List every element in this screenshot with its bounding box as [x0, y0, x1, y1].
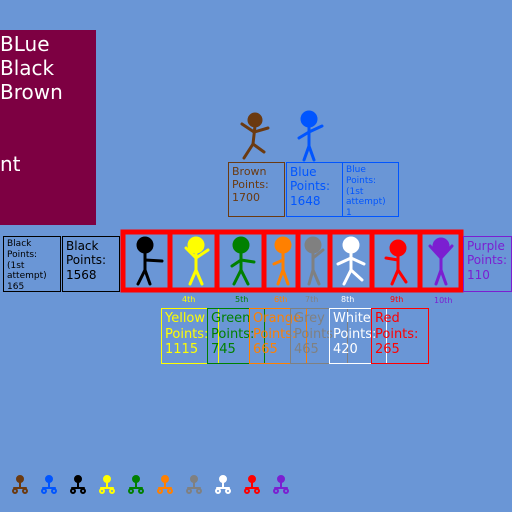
card-note: attempt) — [346, 197, 386, 208]
card-label: Points: — [290, 179, 331, 194]
purple-points-card: Purple Points: 110 — [463, 236, 512, 292]
blue-points-card: Blue Points: 1648 — [286, 162, 343, 217]
card-name: Blue — [290, 165, 317, 179]
yellow-points-card: Yellow Points: 1115 — [161, 308, 219, 364]
orange-points-card: Orange Points: 665 — [249, 308, 307, 364]
card-name: Black — [66, 239, 99, 253]
card-points: 1 — [346, 208, 352, 217]
card-label: Points: — [375, 326, 419, 342]
brown-mini-icon — [12, 475, 28, 494]
bottom-roster — [12, 475, 289, 494]
yellow-stickman-icon — [184, 236, 210, 286]
card-points: 1648 — [290, 193, 321, 208]
card-label: Points: — [346, 175, 377, 186]
rank-label: 7th — [305, 295, 319, 304]
green-points-card: Green Points: 745 — [207, 308, 265, 364]
card-note: (1st — [7, 260, 25, 271]
white-points-card: White Points: 420 — [329, 308, 387, 364]
card-name: Yellow — [165, 311, 206, 326]
yellow-mini-icon — [99, 475, 115, 494]
black-points-card: Black Points: 1568 — [62, 236, 120, 292]
card-label: Points: — [7, 249, 38, 260]
purple-mini-icon — [273, 475, 289, 494]
grey-mini-icon — [186, 475, 202, 494]
winner-line-3: Brown — [0, 80, 63, 104]
blue-attempt-card: Blue Points: (1st attempt) 1 — [342, 162, 399, 217]
black-stickman-icon — [136, 236, 164, 286]
winner-line-2: Black — [0, 56, 55, 80]
winners-banner: BLue Black Brown nt — [0, 30, 96, 225]
card-label: Points: — [232, 178, 269, 192]
winner-line-4: nt — [0, 152, 21, 176]
rank-label: 8th — [341, 295, 355, 304]
white-mini-icon — [215, 475, 231, 494]
card-points: 110 — [467, 267, 490, 282]
card-name: Green — [211, 311, 251, 326]
orange-stickman-icon — [272, 236, 292, 286]
card-name: White — [333, 311, 371, 326]
card-points: 1700 — [232, 191, 260, 205]
grey-points-card: Grey Points: 465 — [290, 308, 348, 364]
card-name: Brown — [232, 165, 267, 178]
card-name: Purple — [467, 239, 505, 253]
blue-stickman-icon — [297, 110, 324, 162]
winner-line-1: BLue — [0, 32, 50, 56]
card-points: 465 — [294, 342, 319, 358]
card-note: attempt) — [7, 271, 47, 282]
green-mini-icon — [128, 475, 144, 494]
blue-mini-icon — [41, 475, 57, 494]
card-label: Points: — [333, 326, 377, 342]
card-note: (1st — [346, 186, 364, 197]
card-name: Grey — [294, 311, 325, 326]
white-stickman-icon — [336, 236, 366, 286]
card-name: Red — [375, 311, 400, 326]
card-points: 665 — [253, 342, 278, 358]
purple-stickman-icon — [428, 237, 454, 286]
card-label: Points: — [294, 326, 338, 342]
orange-mini-icon — [157, 475, 173, 494]
card-label: Points: — [165, 326, 209, 342]
card-label: Points: — [253, 326, 297, 342]
black-attempt-card: Black Points: (1st attempt) 165 — [3, 236, 61, 292]
card-points: 420 — [333, 342, 358, 358]
green-stickman-icon — [230, 236, 256, 286]
card-points: 745 — [211, 342, 236, 358]
card-label: Points: — [211, 326, 255, 342]
rank-label: 5th — [235, 295, 249, 304]
rank-label: 6th — [274, 295, 288, 304]
card-label: Points: — [66, 253, 107, 268]
rank-label: 10th — [434, 296, 453, 305]
grey-stickman-icon — [304, 236, 325, 286]
brown-stickman-icon — [240, 112, 270, 160]
red-points-card: Red Points: 265 — [371, 308, 429, 364]
red-mini-icon — [244, 475, 260, 494]
card-label: Points: — [467, 253, 508, 268]
card-name: Blue — [346, 165, 366, 175]
rank-label: 9th — [390, 295, 404, 304]
card-points: 165 — [7, 282, 25, 292]
card-points: 265 — [375, 342, 400, 358]
card-name: Orange — [253, 311, 302, 326]
black-mini-icon — [70, 475, 86, 494]
card-name: Black — [7, 239, 32, 249]
card-points: 1115 — [165, 342, 199, 358]
card-points: 1568 — [66, 267, 97, 282]
brown-points-card: Brown Points: 1700 — [228, 162, 285, 217]
rank-label: 4th — [182, 295, 196, 304]
red-stickman-icon — [384, 239, 408, 286]
